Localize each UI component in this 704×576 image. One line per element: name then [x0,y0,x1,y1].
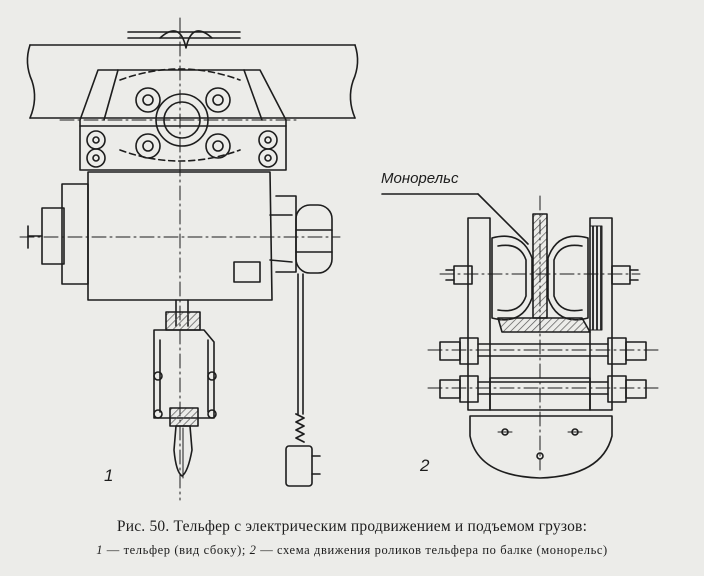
pendant-cable [285,273,321,487]
legend-number-2: 2 [249,543,257,557]
monorail-beam [497,195,591,471]
suspension-bracket [469,377,613,479]
view-2-label: 2 [420,456,430,475]
view-1-label: 1 [104,466,114,485]
top-hanger [127,17,241,501]
legend-text-2: — схема движения роликов тельфера по бал… [256,543,608,557]
figure-caption-title: Рис. 50. Тельфер с электрическим продвиж… [116,518,588,535]
legend-number-1: 1 [96,543,104,557]
legend-text-1: — тельфер (вид сбоку); [103,543,250,557]
figure-caption-legend: 1 — тельфер (вид сбоку); 2 — схема движе… [0,543,704,558]
beam [26,44,359,119]
hook-block [153,299,217,479]
monorail-leader [381,193,529,245]
monorail-callout-label: Монорельс [381,170,459,187]
axle-bolts [427,265,661,403]
technical-drawing [19,17,661,501]
control-box [275,195,333,274]
telpher-side-view [19,17,359,501]
motor-housing [19,171,341,301]
roller-scheme-view [381,193,661,479]
rollers [59,87,301,168]
